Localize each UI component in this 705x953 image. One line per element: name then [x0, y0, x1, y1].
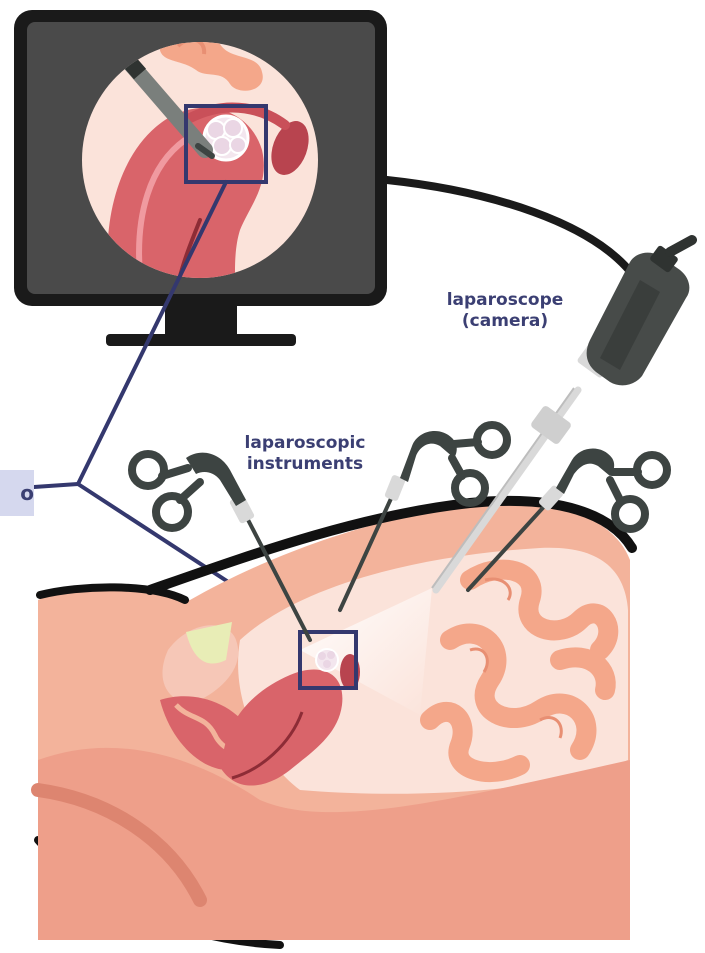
instruments-label-line1: laparoscopic	[230, 433, 380, 454]
camera-cable-end	[670, 240, 692, 252]
instruments-label-line2: instruments	[230, 454, 380, 475]
laparoscope-label-line1: laparoscope	[430, 290, 580, 311]
monitor-stand-base	[106, 334, 296, 346]
instrument-right-body	[556, 448, 614, 494]
laparoscope-label: laparoscope (camera)	[430, 290, 580, 332]
side-tab: o	[0, 470, 34, 516]
ovarian-cyst	[316, 649, 338, 671]
instruments-label: laparoscopic instruments	[230, 433, 380, 475]
instrument-middle-body	[400, 431, 457, 482]
instrument-right-ring-top	[637, 455, 667, 485]
camera-cable	[387, 180, 640, 285]
connector-tab-to-junction	[34, 484, 78, 487]
instrument-middle-ring-top	[477, 425, 507, 455]
patient-body	[38, 501, 632, 945]
laparoscope-label-line2: (camera)	[430, 311, 580, 332]
instrument-left-ring-top	[132, 454, 164, 486]
